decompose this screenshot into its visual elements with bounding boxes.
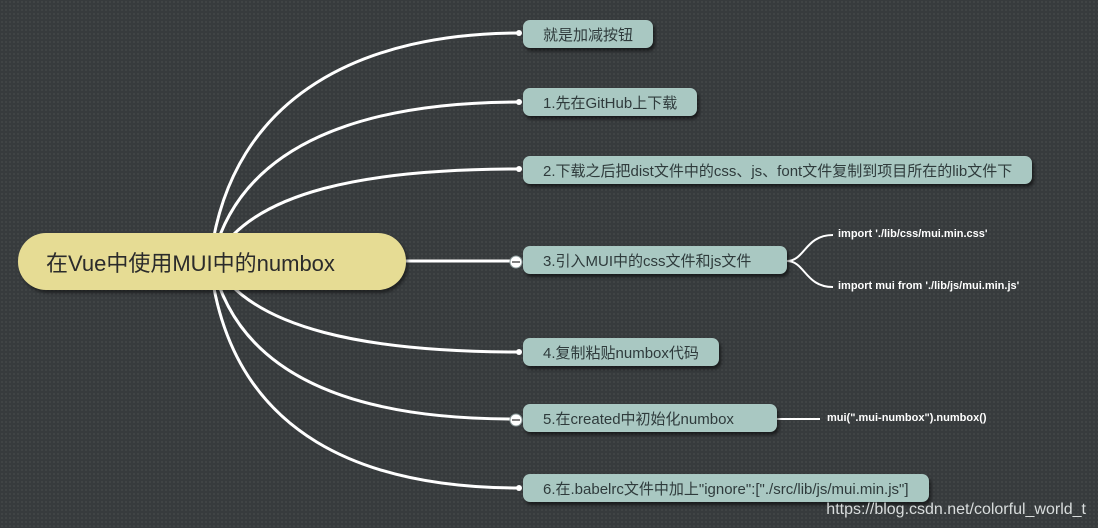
branch-topic-2[interactable]: 2.下载之后把dist文件中的css、js、font文件复制到项目所在的lib文… <box>523 156 1033 184</box>
branch-topic-4[interactable]: 4.复制粘贴numbox代码 <box>523 338 719 366</box>
connector-leaf-3-0 <box>786 234 834 262</box>
branch-topic-label: 就是加减按钮 <box>543 26 634 44</box>
leaf-topic-5-0[interactable]: mui(".mui-numbox").numbox() <box>827 412 987 424</box>
branch-dot-4 <box>516 349 522 355</box>
collapse-toggle-5[interactable] <box>509 413 523 427</box>
branch-topic-5[interactable]: 5.在created中初始化numbox <box>523 404 777 432</box>
leaf-topic-3-0[interactable]: import './lib/css/mui.min.css' <box>838 228 988 240</box>
connector-branch-5 <box>210 260 515 421</box>
branch-topic-label: 3.引入MUI中的css文件和js文件 <box>543 252 752 270</box>
watermark: https://blog.csdn.net/colorful_world_t <box>826 501 1086 518</box>
branch-topic-0[interactable]: 就是加减按钮 <box>523 20 654 48</box>
connector-branch-6 <box>208 260 522 490</box>
branch-topic-label: 5.在created中初始化numbox <box>543 410 734 428</box>
branch-dot-0 <box>516 30 522 36</box>
branch-topic-1[interactable]: 1.先在GitHub上下载 <box>523 88 698 116</box>
branch-topic-label: 4.复制粘贴numbox代码 <box>543 344 699 362</box>
branch-topic-3[interactable]: 3.引入MUI中的css文件和js文件 <box>523 246 787 274</box>
branch-topic-label: 6.在.babelrc文件中加上"ignore":["./src/lib/js/… <box>543 480 909 498</box>
branch-topic-6[interactable]: 6.在.babelrc文件中加上"ignore":["./src/lib/js/… <box>523 474 929 502</box>
root-topic[interactable]: 在Vue中使用MUI中的numbox <box>18 233 406 290</box>
root-topic-label: 在Vue中使用MUI中的numbox <box>46 250 335 276</box>
branch-dot-1 <box>516 99 522 105</box>
collapse-toggle-3[interactable] <box>509 255 523 269</box>
branch-topic-label: 2.下载之后把dist文件中的css、js、font文件复制到项目所在的lib文… <box>543 162 1013 180</box>
branch-dot-6 <box>516 485 522 491</box>
connector-branch-1 <box>210 100 522 263</box>
connector-branch-0 <box>208 31 522 263</box>
branch-dot-2 <box>516 166 522 172</box>
connector-leaf-3-1 <box>786 260 834 288</box>
leaf-topic-3-1[interactable]: import mui from './lib/js/mui.min.js' <box>838 280 1020 292</box>
branch-topic-label: 1.先在GitHub上下载 <box>543 94 678 112</box>
